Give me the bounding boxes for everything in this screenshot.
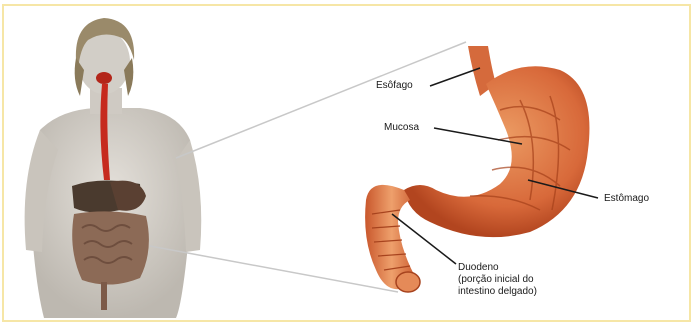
- label-duodeno: Duodeno (porção inicial do intestino del…: [458, 262, 537, 298]
- label-esofago: Esôfago: [376, 80, 413, 92]
- pointer-esofago: [430, 68, 480, 86]
- label-estomago: Estômago: [604, 193, 649, 205]
- zoom-line-bottom: [150, 246, 398, 292]
- zoom-line-top: [176, 42, 466, 158]
- human-torso-illustration: [25, 18, 202, 318]
- label-mucosa: Mucosa: [384, 122, 419, 134]
